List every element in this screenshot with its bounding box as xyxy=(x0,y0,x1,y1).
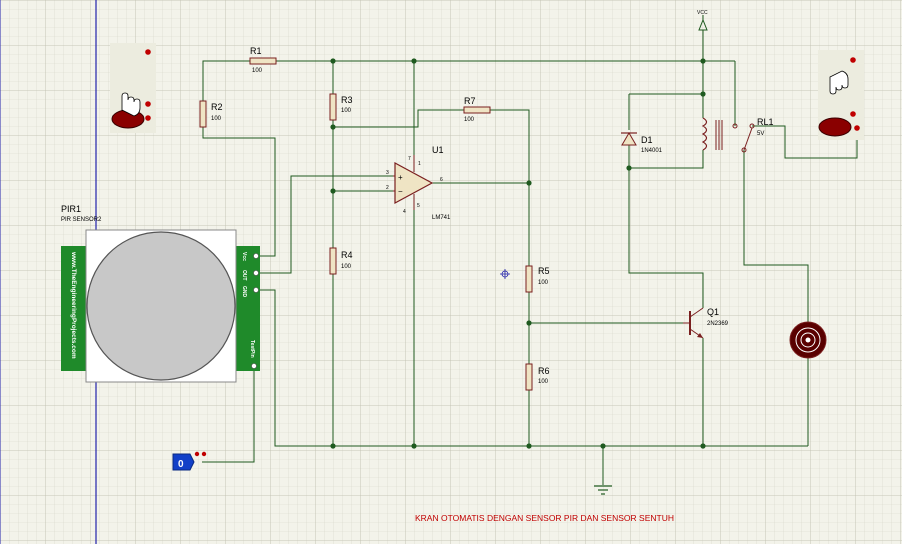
pir-pin-gnd: GND xyxy=(241,286,247,298)
ground-symbol[interactable] xyxy=(594,485,612,495)
cursor-crosshair-icon xyxy=(500,269,510,279)
opamp-u1[interactable]: + − 3 2 6 7 1 4 5 U1 LM741 xyxy=(386,145,451,221)
u1-pin4: 4 xyxy=(403,209,406,215)
d1-ref: D1 xyxy=(641,135,653,145)
resistor-r5[interactable]: R5 100 xyxy=(525,265,550,293)
rl1-value: 5V xyxy=(757,131,764,137)
r7-value: 100 xyxy=(464,117,475,123)
transistor-q1[interactable]: Q1 2N2369 xyxy=(683,307,729,339)
r5-ref: R5 xyxy=(538,266,550,276)
r1-ref: R1 xyxy=(250,46,262,56)
r4-value: 100 xyxy=(341,264,352,270)
pir1-ref: PIR1 xyxy=(61,204,81,214)
u1-pin7: 7 xyxy=(408,156,411,162)
pir-website: www.TheEngineeringProjects.com xyxy=(70,251,77,359)
r2-value: 100 xyxy=(211,116,222,122)
u1-pin6: 6 xyxy=(440,177,443,183)
schematic-title: KRAN OTOMATIS DENGAN SENSOR PIR DAN SENS… xyxy=(415,513,674,523)
logic-state-value: 0 xyxy=(178,459,184,470)
u1-ref: U1 xyxy=(432,145,444,155)
u1-pin2: 2 xyxy=(386,185,389,191)
pir-sensor[interactable]: PIR1 PIR SENSOR2 www.TheEngineeringProje… xyxy=(61,204,260,383)
junctions xyxy=(330,58,706,449)
q1-value: 2N2369 xyxy=(707,321,729,327)
rl1-ref: RL1 xyxy=(757,117,774,127)
r3-value: 100 xyxy=(341,108,352,114)
pir-pin-testpin: TestPin xyxy=(249,340,255,358)
r3-ref: R3 xyxy=(341,95,353,105)
r1-value: 100 xyxy=(252,68,263,74)
vcc-terminal[interactable]: VCC xyxy=(697,10,708,31)
motor-icon[interactable] xyxy=(789,321,827,359)
pir1-value: PIR SENSOR2 xyxy=(61,217,102,223)
d1-value: 1N4001 xyxy=(641,148,663,154)
logic-state-input[interactable]: 0 xyxy=(172,451,207,471)
svg-text:+: + xyxy=(398,173,403,182)
resistor-r1[interactable]: R1 100 xyxy=(249,46,277,74)
vcc-label: VCC xyxy=(697,10,708,16)
diode-d1[interactable]: D1 1N4001 xyxy=(621,132,663,154)
r7-ref: R7 xyxy=(464,96,476,106)
resistor-r6[interactable]: R6 100 xyxy=(525,363,550,391)
u1-pin5: 5 xyxy=(417,203,420,209)
pir-pin-out: OUT xyxy=(241,270,247,281)
resistor-r2[interactable]: R2 100 xyxy=(199,100,223,128)
r4-ref: R4 xyxy=(341,250,353,260)
r6-ref: R6 xyxy=(538,366,550,376)
touch-sensor-left[interactable] xyxy=(110,43,156,133)
r2-ref: R2 xyxy=(211,102,223,112)
u1-pin1: 1 xyxy=(418,161,421,167)
r5-value: 100 xyxy=(538,280,549,286)
pir-pin-vcc: Vcc xyxy=(241,252,247,261)
svg-text:−: − xyxy=(398,187,403,196)
u1-pin3: 3 xyxy=(386,170,389,176)
u1-value: LM741 xyxy=(432,215,451,221)
q1-ref: Q1 xyxy=(707,307,719,317)
resistor-r4[interactable]: R4 100 xyxy=(329,247,353,275)
wires xyxy=(202,30,858,485)
touch-sensor-right[interactable] xyxy=(818,50,864,140)
relay-rl1[interactable]: RL1 5V xyxy=(701,117,774,153)
resistor-r7[interactable]: R7 100 xyxy=(463,96,491,123)
r6-value: 100 xyxy=(538,379,549,385)
resistor-r3[interactable]: R3 100 xyxy=(329,93,353,121)
